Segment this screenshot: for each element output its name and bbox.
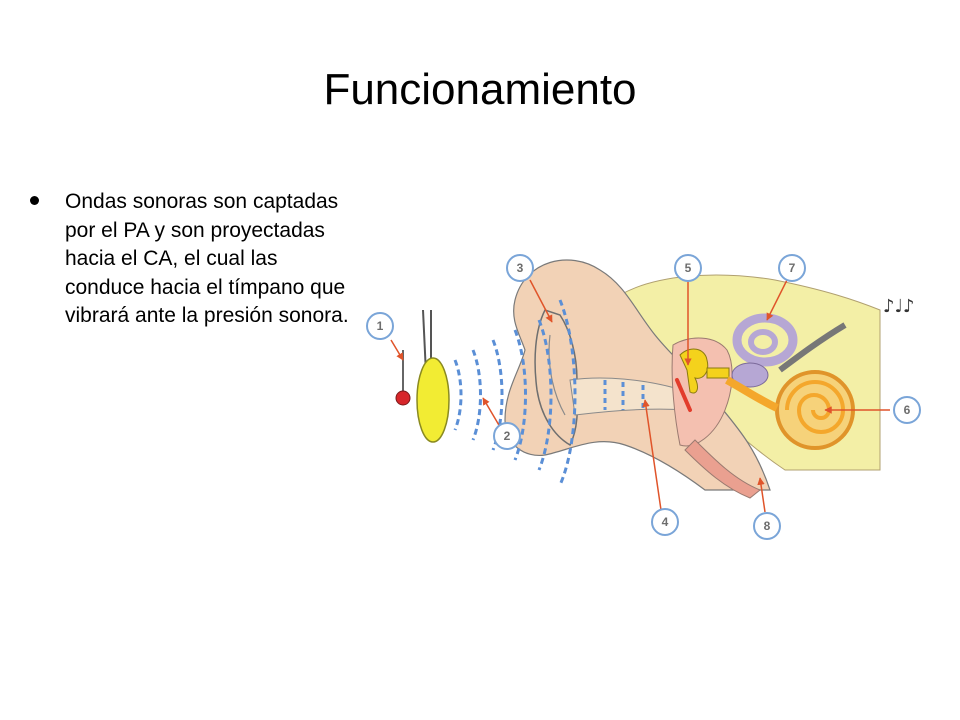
mallet-head [395,390,411,406]
tuning-fork-body [416,357,450,443]
bullet-text: Ondas sonoras son captadas por el PA y s… [65,190,349,327]
callout-3: 3 [506,254,534,282]
callout-label: 4 [662,515,669,529]
sound-wave [558,299,577,486]
semicircular-canal-outer [732,313,798,367]
stapes [706,367,730,379]
semicircular-canal-inner [748,329,778,355]
callout-label: 6 [904,403,911,417]
sound-wave [537,319,553,471]
callout-7: 7 [778,254,806,282]
callout-5: 5 [674,254,702,282]
pointer-3 [529,279,553,323]
auricle-fold [548,334,566,416]
music-notes-icon: ♪♩♪ [883,296,914,317]
callout-label: 8 [764,519,771,533]
cochlear-duct [725,376,779,412]
pointer-7 [766,279,788,321]
pointer-4 [642,399,662,511]
eustachian-tube [684,439,761,499]
sound-wave [453,359,463,431]
ear-anatomy-diagram: ♪♩♪ 1 2 3 4 5 6 7 8 [366,254,921,540]
callout-label: 1 [377,319,384,333]
callout-label: 7 [789,261,796,275]
eardrum [675,378,692,412]
vestibule [731,362,769,388]
callout-2: 2 [493,422,521,450]
pointer-1 [390,339,404,361]
slide-title: Funcionamiento [323,65,637,114]
callout-label: 2 [504,429,511,443]
pointer-8 [757,477,766,513]
callout-8: 8 [753,512,781,540]
callout-label: 3 [517,261,524,275]
bullet-item: Ondas sonoras son captadas por el PA y s… [30,188,360,331]
callout-1: 1 [366,312,394,340]
sound-wave [513,329,527,461]
callout-4: 4 [651,508,679,536]
bullet-dot [30,196,39,205]
sound-wave [471,349,482,441]
callout-6: 6 [893,396,921,424]
callout-label: 5 [685,261,692,275]
auditory-nerve [778,322,847,373]
